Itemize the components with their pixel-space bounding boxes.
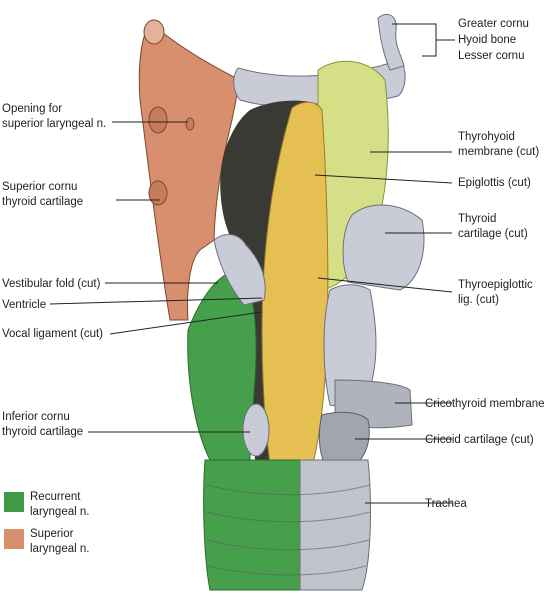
label-vestibular-fold: Vestibular fold (cut) [2, 278, 101, 290]
superior-laryngeal-opening [148, 106, 168, 134]
label-lesser-cornu: Lesser cornu [458, 50, 525, 62]
label-thyroepiglottic-2: lig. (cut) [458, 294, 499, 306]
label-superior-cornu-1: Superior cornu [2, 181, 78, 193]
thyroid-cartilage-right [342, 204, 425, 291]
label-hyoid-bone: Hyoid bone [458, 34, 517, 46]
legend-recurrent-2: laryngeal n. [30, 506, 90, 518]
label-ventricle: Ventricle [2, 299, 47, 311]
label-greater-cornu: Greater cornu [458, 18, 529, 30]
label-opening-1: Opening for [2, 103, 63, 115]
label-inferior-cornu-2: thyroid cartilage [2, 426, 84, 438]
left-greater-cornu [143, 19, 165, 45]
leader-thyroepiglottic [317, 277, 453, 293]
recurrent-laryngeal-region [187, 267, 257, 461]
leader-epiglottis [314, 174, 453, 184]
trachea-green [203, 459, 301, 591]
legend-swatch-recurrent [4, 492, 24, 512]
label-superior-cornu-2: thyroid cartilage [2, 196, 84, 208]
label-epiglottis: Epiglottis (cut) [458, 177, 531, 189]
leader-vocal-ligament [109, 311, 263, 335]
superior-cornu-knob [148, 180, 168, 206]
trachea-gray [299, 459, 371, 591]
label-cricothyroid: Cricothyroid membrane [425, 398, 545, 410]
leader-ventricle [49, 297, 263, 305]
label-opening-2: superior laryngeal n. [2, 118, 107, 130]
thyroid-cartilage-right-lower [323, 284, 377, 411]
cricoid-cartilage [318, 411, 370, 469]
right-greater-cornu [377, 14, 405, 71]
label-thyroepiglottic-1: Thyroepiglottic [458, 279, 533, 291]
inferior-cornu [242, 403, 270, 457]
label-trachea: Trachea [425, 498, 467, 510]
label-thyrohyoid-2: membrane (cut) [458, 146, 540, 158]
vestibular-fold [213, 234, 266, 306]
label-thyroid-cartilage-2: cartilage (cut) [458, 228, 528, 240]
legend-swatch-superior [4, 529, 24, 549]
small-opening [185, 117, 195, 131]
label-cricoid: Cricoid cartilage (cut) [425, 434, 534, 446]
label-thyroid-cartilage-1: Thyroid [458, 213, 497, 225]
legend-superior-2: laryngeal n. [30, 543, 90, 555]
leader-lines [49, 23, 455, 504]
trachea-rings [205, 484, 371, 576]
legend-recurrent-1: Recurrent [30, 491, 81, 503]
label-vocal-ligament: Vocal ligament (cut) [2, 328, 103, 340]
label-thyrohyoid-1: Thyrohyoid [458, 131, 515, 143]
legend-superior-1: Superior [30, 528, 74, 540]
label-inferior-cornu-1: Inferior cornu [2, 411, 70, 423]
